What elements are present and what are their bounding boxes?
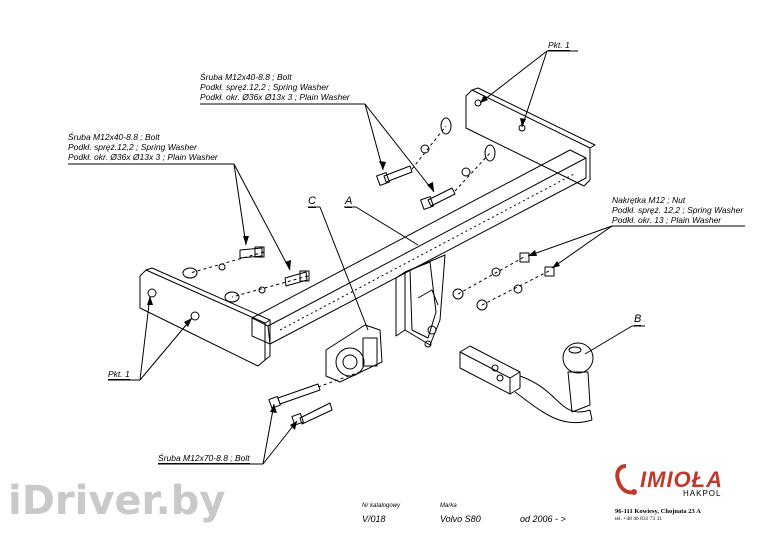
catalog-value: V/018 — [362, 514, 386, 524]
label-left-bolt-line3: Podkł. okr. Ø36x Ø13x 3 ; Plain Washer — [68, 152, 218, 162]
assembly-guides — [189, 125, 550, 388]
company-address: 96-111 Kowiesy, Chojnata 23 A — [615, 508, 701, 515]
leader-arrowheads — [147, 95, 560, 430]
label-pkt-left: Pkt. 1 — [108, 369, 130, 380]
crossbar-a — [251, 149, 587, 345]
left-side-bracket — [139, 267, 271, 367]
leader-lines — [68, 50, 745, 465]
label-right-nut: Nakrętka M12 ; Nut Podkł. spręż. 12,2 ; … — [612, 195, 743, 225]
label-pkt-top: Pkt. 1 — [548, 40, 570, 51]
logo-sub: HAKPOL — [683, 489, 722, 498]
label-top-bolt-line1: Śruba M12x40-8.8 ; Bolt — [200, 72, 292, 82]
imiola-logo-icon — [615, 464, 637, 495]
date-value: od 2006 - > — [520, 514, 566, 524]
brand-value: Volvo S80 — [440, 514, 481, 524]
right-nuts — [452, 252, 555, 311]
label-top-bolt: Śruba M12x40-8.8 ; Bolt Podkł. spręż.12,… — [200, 72, 350, 102]
brand-label: Marka — [440, 503, 457, 509]
label-left-bolt-line1: Śruba M12x40-8.8 ; Bolt — [68, 132, 160, 142]
label-left-bolt: Śruba M12x40-8.8 ; Bolt Podkł. spręż.12,… — [68, 132, 218, 162]
left-bolts — [182, 246, 310, 303]
company-phone: tel. +48 46 831 73 31 — [615, 516, 663, 522]
label-right-nut-line1: Nakrętka M12 ; Nut — [612, 195, 686, 205]
lower-bolts — [268, 383, 333, 426]
ball-mount-b — [459, 342, 594, 424]
part-letter-b: B — [634, 313, 642, 326]
logo-name: IMIOŁA — [640, 467, 723, 492]
label-bottom-bolt: Śruba M12x70-8.8 ; Bolt — [158, 453, 250, 464]
label-right-nut-line2: Podkł. spręż. 12,2 ; Spring Washer — [612, 205, 744, 215]
catalog-label: Nr katalogowy — [362, 503, 401, 509]
label-right-nut-line3: Podkł. okr. 13 ; Plain Washer — [612, 215, 722, 225]
mounting-plates — [395, 254, 446, 348]
label-top-bolt-line3: Podkł. okr. Ø36x Ø13x 3 ; Plain Washer — [200, 92, 350, 102]
watermark: iDriver.by — [8, 478, 226, 524]
part-letter-c: C — [308, 195, 316, 208]
label-left-bolt-line2: Podkł. spręż.12,2 ; Spring Washer — [68, 142, 197, 152]
socket-plate-c — [325, 324, 383, 383]
upper-bolts — [376, 117, 496, 210]
label-top-bolt-line2: Podkł. spręż.12,2 ; Spring Washer — [200, 82, 329, 92]
part-letter-a: A — [345, 195, 353, 208]
